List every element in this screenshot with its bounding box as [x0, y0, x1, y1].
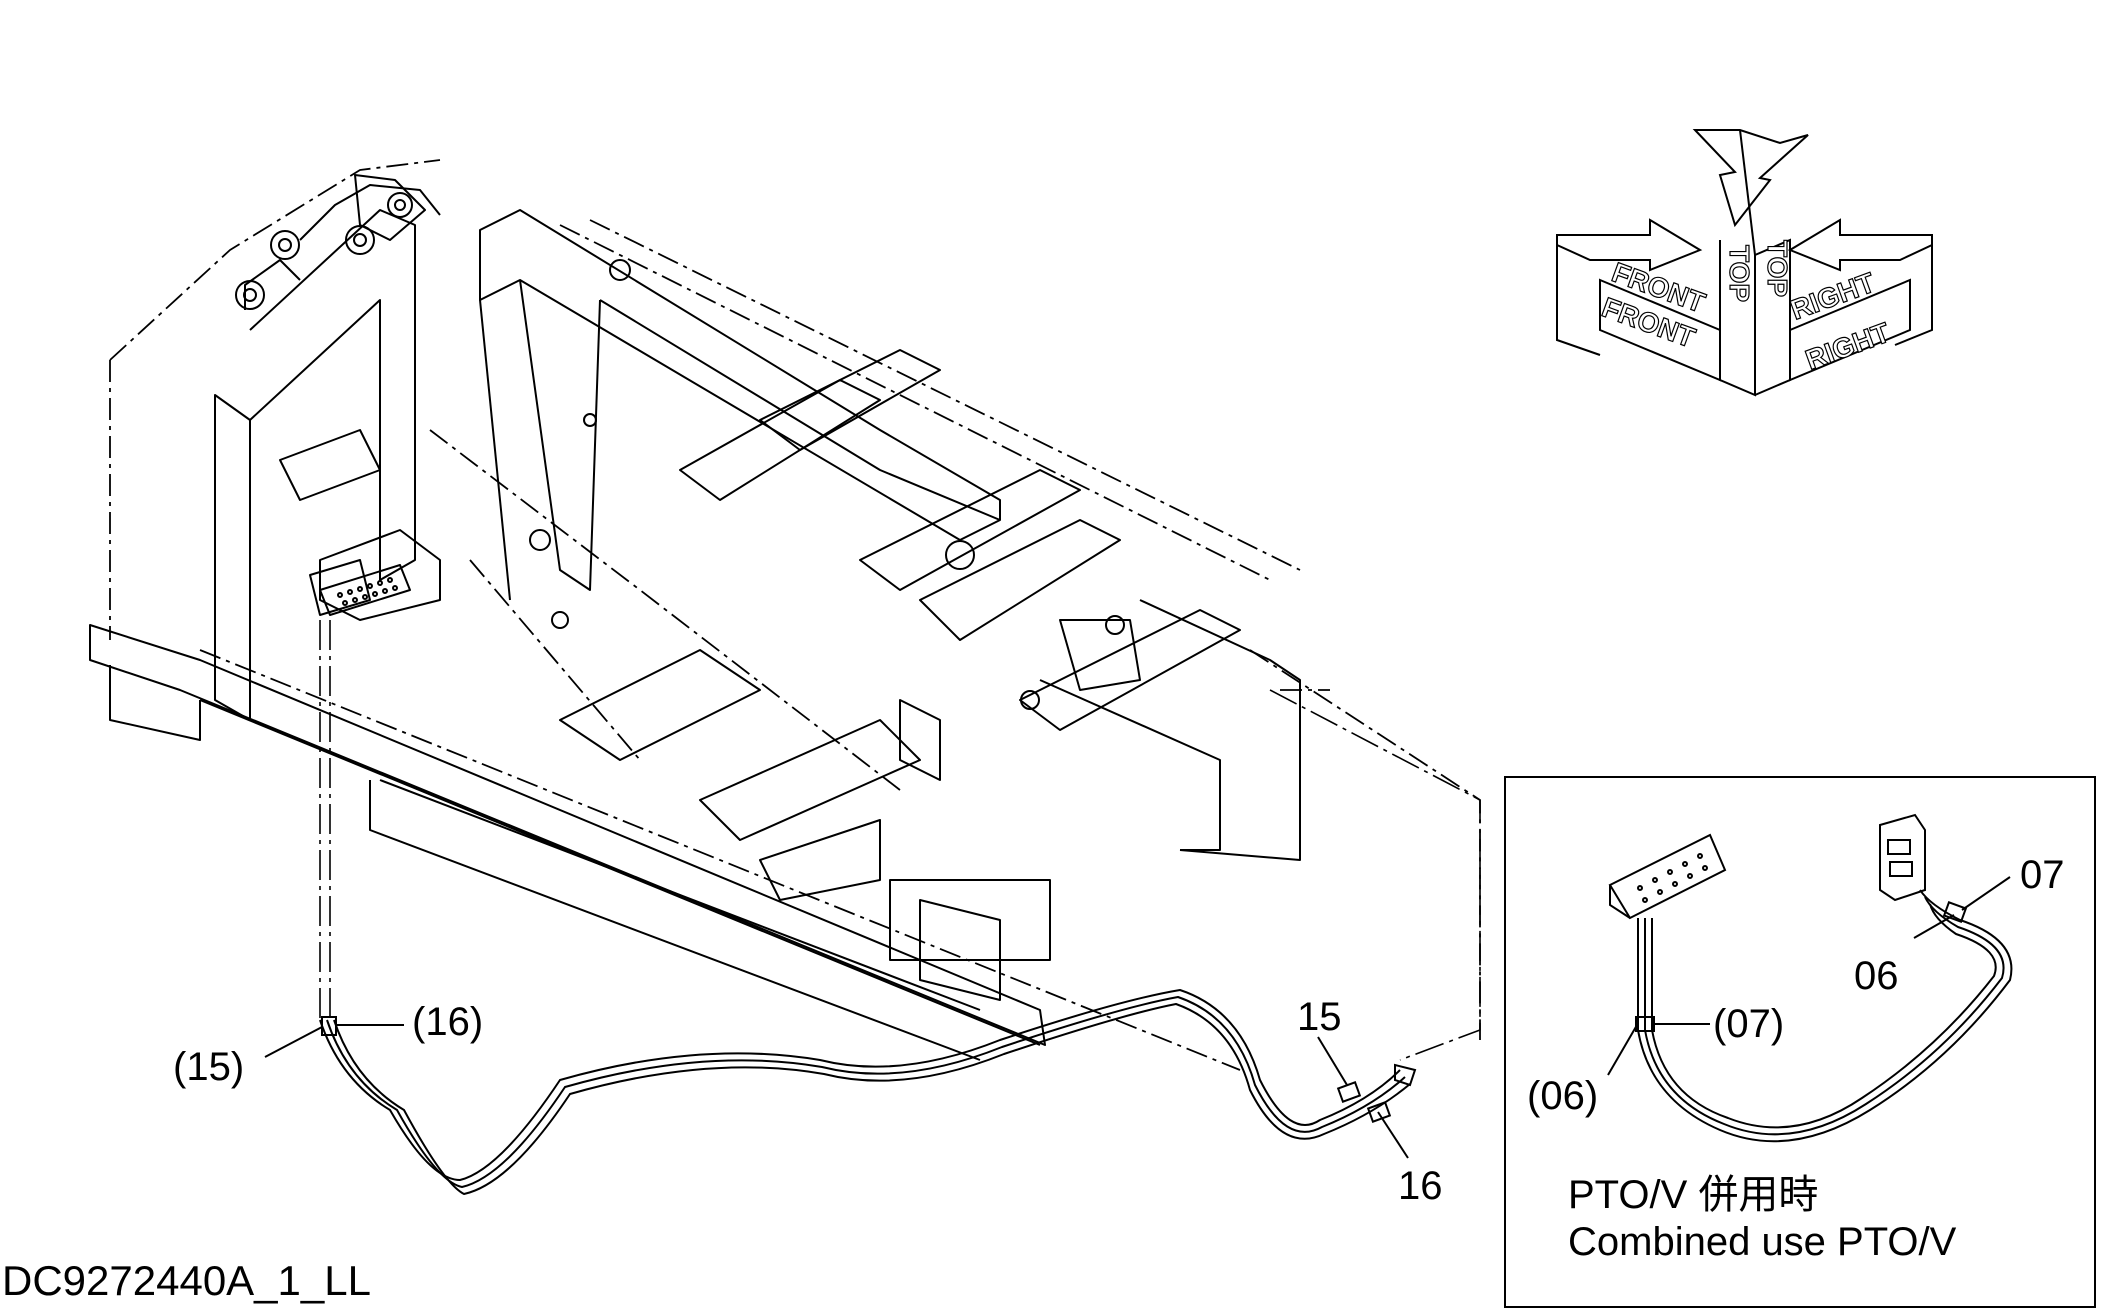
- callout-06-ref: (06): [1527, 1074, 1599, 1118]
- callout-15: 15: [1297, 995, 1342, 1039]
- top-label-1: TOP: [1724, 245, 1755, 302]
- right-label-1: RIGHT: [1786, 267, 1878, 326]
- front-tower-bracket: [214, 174, 441, 721]
- callout-15-ref: (15): [173, 1045, 245, 1089]
- hose-assembly-main: [319, 988, 1417, 1196]
- side-rails: [89, 599, 1301, 1061]
- inset-detail-box: [1504, 776, 2096, 1308]
- drawing-id: DC9272440A_1_LL: [2, 1257, 371, 1304]
- right-label-2: RIGHT: [1801, 317, 1893, 376]
- inset-caption-line2: Combined use PTO/V: [1568, 1220, 1957, 1264]
- callout-07-ref: (07): [1713, 1002, 1785, 1046]
- cross-members: [559, 349, 1241, 901]
- top-label-2: TOP: [1762, 240, 1793, 297]
- callout-06: 06: [1854, 954, 1899, 998]
- right-arrow-icon: [1787, 218, 1933, 272]
- centre-main-beam: [479, 209, 1001, 629]
- inset-caption-line1: PTO/V 併用時: [1568, 1173, 1819, 1217]
- orientation-indicator: [1556, 129, 1933, 397]
- callout-16: 16: [1398, 1164, 1443, 1208]
- frame-phantom-outline: [109, 159, 1481, 1071]
- top-arrow-icon: [1692, 129, 1809, 228]
- callout-16-ref: (16): [412, 1000, 484, 1044]
- callout-07: 07: [2020, 853, 2065, 897]
- machine-frame-drawing: [89, 159, 1481, 1071]
- callout-leaders-main: [264, 1024, 1409, 1159]
- phantom-leader-lines: [319, 620, 1481, 1061]
- front-arrow-icon: [1556, 218, 1703, 272]
- step-plate: [319, 564, 411, 616]
